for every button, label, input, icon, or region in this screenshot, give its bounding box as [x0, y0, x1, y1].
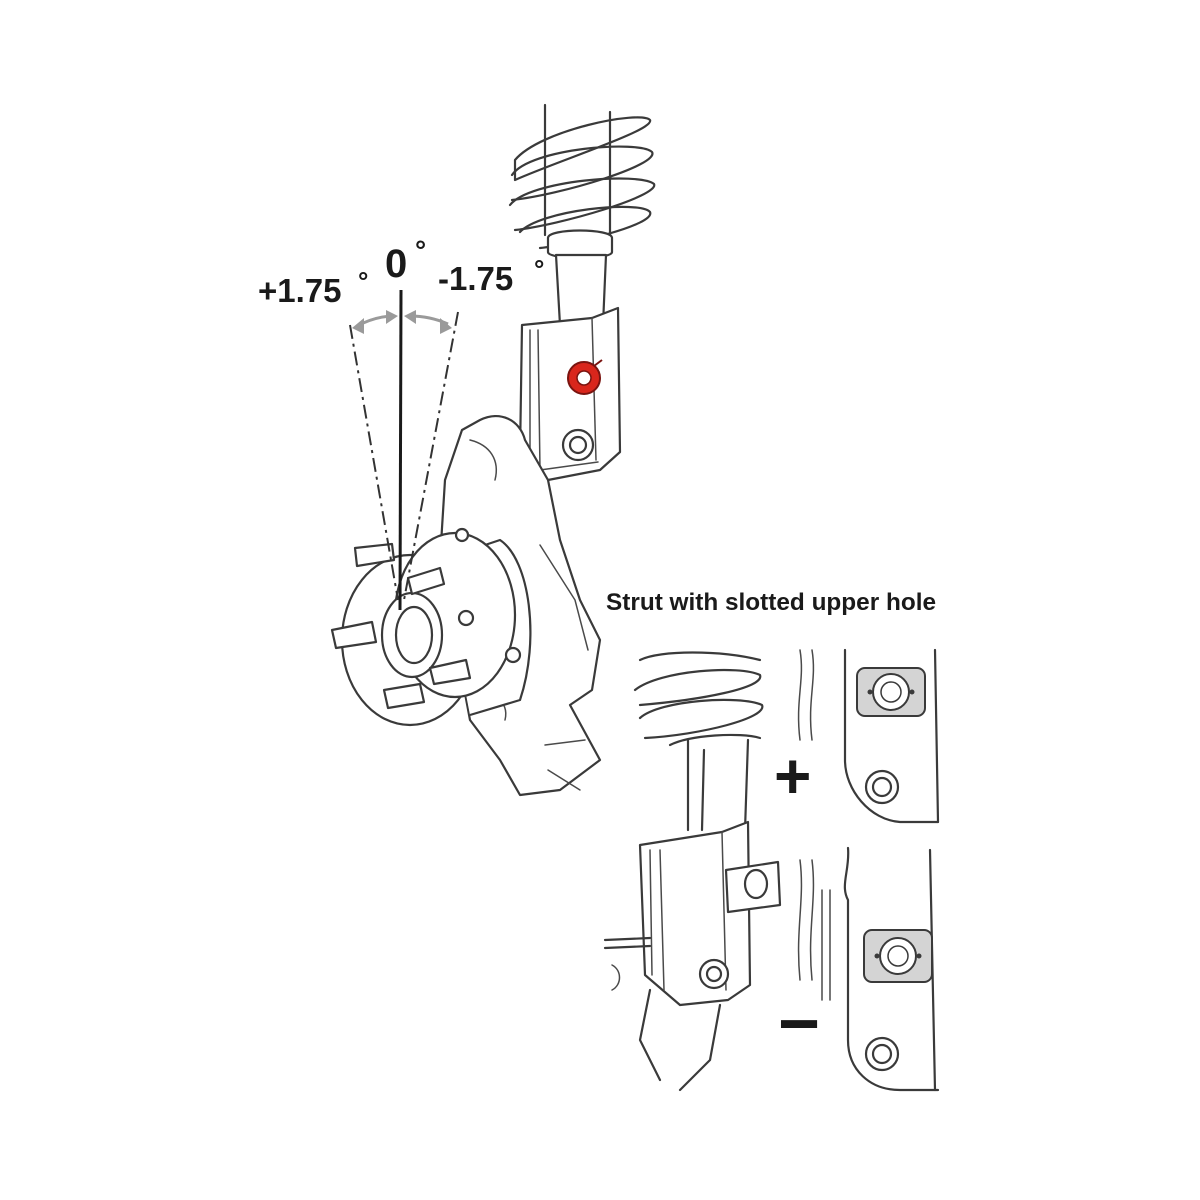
negative-degree-symbol: °	[534, 254, 544, 284]
inset-divider	[797, 649, 815, 981]
positive-camber-label: +1.75	[258, 272, 342, 309]
inset-strut-spring	[633, 651, 764, 832]
minus-sign: −	[778, 984, 820, 1064]
coil-spring	[508, 103, 656, 250]
zero-degree-label: 0	[385, 242, 407, 286]
plus-sign: +	[774, 740, 811, 812]
inset-title: Strut with slotted upper hole	[606, 589, 936, 616]
negative-camber-label: -1.75	[438, 260, 513, 297]
camber-bolt-highlight	[567, 359, 603, 395]
camber-angle-lines	[349, 289, 459, 611]
angle-arcs	[352, 310, 452, 334]
inset-strut-bracket	[603, 820, 782, 1092]
positive-degree-symbol: °	[358, 266, 368, 296]
lower-bolt	[561, 428, 595, 462]
inset-plus-detail	[843, 648, 940, 824]
wheel-studs	[330, 542, 472, 710]
inset-minus-detail	[821, 846, 940, 1092]
zero-degree-symbol: °	[415, 235, 426, 266]
strut-body	[546, 229, 614, 327]
